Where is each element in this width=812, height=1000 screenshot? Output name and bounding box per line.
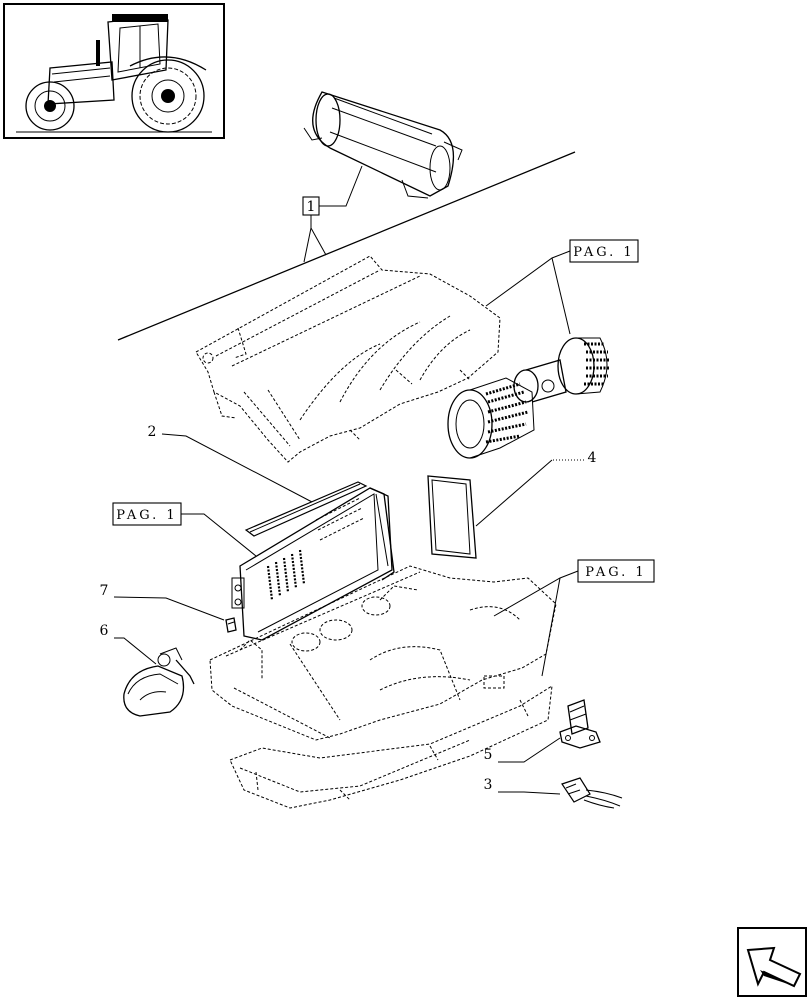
svg-text:PAG. 1: PAG. 1	[573, 245, 634, 260]
part-4-gasket: 4	[427, 450, 597, 559]
svg-text:5: 5	[484, 747, 493, 763]
part-2-seal-strip: 2	[148, 424, 368, 537]
part-3-connector: 3	[484, 777, 623, 809]
svg-text:6: 6	[100, 623, 109, 639]
blower-fan-pieces	[447, 337, 610, 459]
svg-text:7: 7	[100, 583, 109, 599]
heater-core	[231, 487, 395, 641]
reference-fan: PAG. 1	[485, 239, 639, 335]
callout-1: 1	[302, 165, 363, 263]
part-6-actuator: 6	[100, 623, 195, 717]
svg-text:PAG. 1: PAG. 1	[585, 565, 646, 580]
lower-tray	[209, 565, 557, 809]
reference-heater: PAG. 1	[112, 502, 257, 557]
part-7-screw: 7	[100, 583, 237, 633]
upper-housing	[195, 255, 501, 463]
tractor-thumbnail-icon[interactable]	[3, 3, 225, 139]
reference-base: PAG. 1	[493, 559, 655, 677]
part-1-cylinder-assembly	[303, 91, 463, 199]
svg-text:PAG. 1: PAG. 1	[116, 508, 177, 523]
svg-text:3: 3	[484, 777, 493, 793]
svg-text:4: 4	[588, 450, 597, 466]
svg-text:1: 1	[307, 199, 316, 215]
part-5-resistor: 5	[484, 699, 601, 763]
next-page-arrow-icon[interactable]	[737, 927, 807, 997]
svg-text:2: 2	[148, 424, 157, 440]
separator-line	[117, 151, 576, 341]
